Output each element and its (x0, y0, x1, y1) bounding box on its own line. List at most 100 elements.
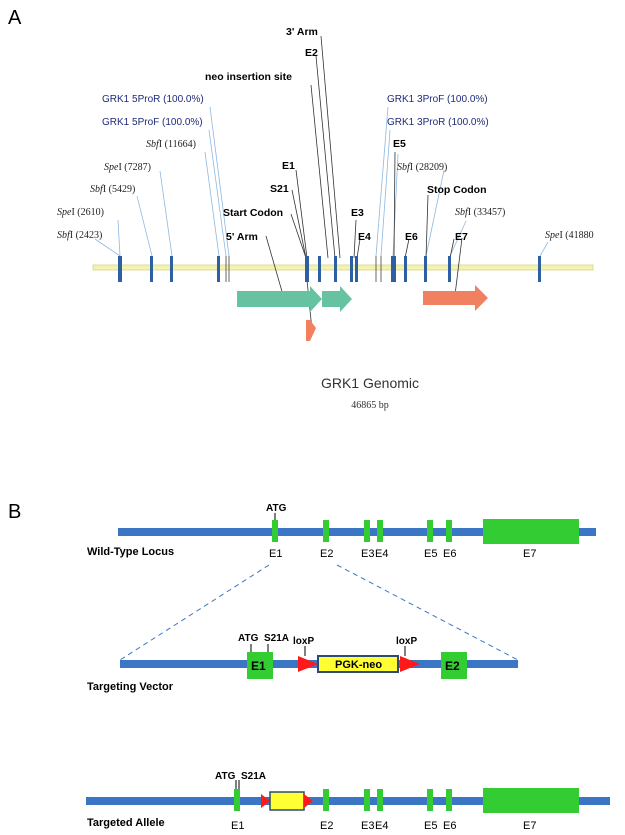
ta-backbone (86, 797, 610, 805)
tick-e7 (448, 256, 451, 282)
wt-backbone (118, 528, 596, 536)
wt-exon-e3 (364, 520, 370, 542)
label-e1: E1 (282, 160, 295, 172)
ta-exon-e3 (364, 789, 370, 811)
ta-exon-e7 (483, 788, 579, 813)
targeting-vector (120, 644, 518, 679)
site-sbf-11664: SbfI (11664) (146, 139, 196, 150)
targeted-allele (86, 780, 610, 813)
tick-e1 (305, 256, 309, 282)
wt-name: Wild-Type Locus (87, 546, 174, 558)
tick-e5 (391, 256, 396, 282)
start-codon-arrow (306, 320, 316, 341)
tick-sbf-11664 (217, 256, 220, 282)
tick-e2b (334, 256, 337, 282)
wt-exon-e2 (323, 520, 329, 542)
svg-text:E1: E1 (231, 820, 244, 832)
dashed-line-right (336, 564, 519, 661)
label-primer-3pror: GRK1 3ProR (100.0%) (387, 117, 489, 128)
five-arm-arrow (237, 286, 322, 312)
label-primer-5pror: GRK1 5ProR (100.0%) (102, 94, 204, 105)
tick-e4 (355, 256, 358, 282)
tv-loxp-right-label: loxP (396, 636, 417, 647)
svg-text:E4: E4 (375, 548, 388, 560)
svg-text:E1: E1 (269, 548, 282, 560)
svg-text:E5: E5 (424, 820, 437, 832)
tick-e3 (350, 256, 353, 282)
tick-e6 (404, 256, 407, 282)
tv-exon-e1 (247, 652, 273, 679)
tick-sbf-2423 (118, 256, 122, 282)
ta-exon-e1 (234, 789, 240, 811)
svg-text:E3: E3 (361, 820, 374, 832)
panel-a-letter: A (8, 7, 22, 29)
wild-type-locus (118, 513, 596, 544)
svg-text:E2: E2 (320, 548, 333, 560)
wt-exon-e4 (377, 520, 383, 542)
wt-exon-e5 (427, 520, 433, 542)
tick-sbf-5429 (150, 256, 153, 282)
tv-e2-label: E2 (445, 659, 460, 673)
label-five-arm: 5' Arm (226, 231, 258, 243)
label-e3: E3 (351, 207, 364, 219)
ta-s21a: S21A (241, 771, 266, 782)
site-spe-7287: SpeI (7287) (104, 162, 151, 173)
ta-cassette (269, 791, 305, 811)
tv-cassette-label: PGK-neo (335, 659, 382, 671)
dark-leader-lines (265, 35, 463, 331)
tick-spe-41880 (538, 256, 541, 282)
svg-text:E2: E2 (320, 820, 333, 832)
svg-text:E6: E6 (443, 820, 456, 832)
exon-ticks (118, 256, 541, 282)
panel-b-letter: B (8, 501, 21, 523)
tv-atg: ATG (238, 633, 259, 644)
tv-e1-label: E1 (251, 659, 266, 673)
label-e6: E6 (405, 231, 418, 243)
tv-loxp-left-label: loxP (293, 636, 314, 647)
label-three-arm: 3' Arm (286, 26, 318, 38)
label-start-codon: Start Codon (223, 207, 283, 219)
wt-exon-labels: E1 E2 E3 E4 E5 E6 E7 (269, 548, 536, 560)
ta-exon-e6 (446, 789, 452, 811)
svg-text:E7: E7 (523, 820, 536, 832)
tv-s21a: S21A (264, 633, 289, 644)
primer-ticks (225, 256, 382, 282)
tv-loxp-left (298, 656, 318, 672)
dashed-line-left (119, 564, 270, 661)
tv-cassette (317, 655, 399, 673)
label-e5: E5 (393, 138, 406, 150)
wt-exon-e1 (272, 520, 278, 542)
label-e7: E7 (455, 231, 468, 243)
svg-text:E7: E7 (523, 548, 536, 560)
genomic-backbone (92, 264, 594, 271)
wt-exon-e6 (446, 520, 452, 542)
tick-spe-7287 (170, 256, 173, 282)
label-e2-top: E2 (305, 47, 318, 59)
label-primer-3prof: GRK1 3ProF (100.0%) (387, 94, 488, 105)
stop-codon-arrow (423, 285, 488, 311)
ta-exon-labels: E1 E2 E3 E4 E5 E6 E7 (231, 820, 536, 832)
site-sbf-5429: SbfI (5429) (90, 184, 135, 195)
leader-lines (94, 106, 549, 257)
tick-e2a (318, 256, 321, 282)
genomic-title: GRK1 Genomic (321, 375, 419, 391)
site-sbf-33457: SbfI (33457) (455, 207, 505, 218)
wt-atg: ATG (266, 503, 287, 514)
label-stop-codon: Stop Codon (427, 184, 486, 196)
site-sbf-2423: SbfI (2423) (57, 230, 102, 241)
tv-loxp-right (400, 656, 420, 672)
ta-exon-e2 (323, 789, 329, 811)
site-spe-41880: SpeI (41880 (545, 230, 594, 241)
svg-text:E5: E5 (424, 548, 437, 560)
ta-exon-e4 (377, 789, 383, 811)
label-primer-5prof: GRK1 5ProF (100.0%) (102, 117, 203, 128)
site-sbf-28209: SbfI (28209) (397, 162, 447, 173)
label-neo-site: neo insertion site (205, 71, 292, 83)
tv-exon-e2 (441, 652, 467, 679)
tick-sbf-28209 (424, 256, 427, 282)
ta-loxp-left (261, 794, 270, 808)
svg-text:E4: E4 (375, 820, 388, 832)
svg-text:E6: E6 (443, 548, 456, 560)
label-s21: S21 (270, 183, 289, 195)
